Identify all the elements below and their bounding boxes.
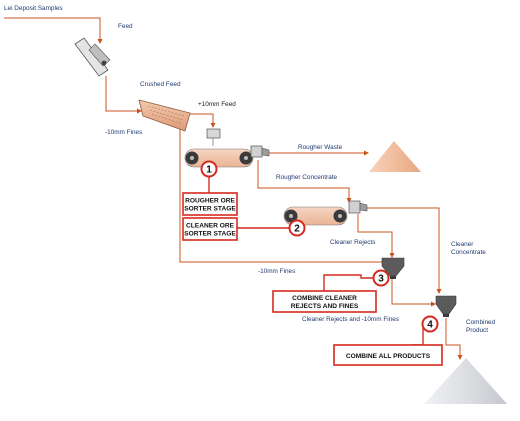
label-feed: Feed — [118, 23, 133, 30]
label-cleaner-concentrate-line2: Concentrate — [451, 249, 486, 256]
stage-3-line2: REJECTS AND FINES — [291, 303, 359, 310]
stage-2-number: 2 — [294, 224, 300, 235]
stage-3-box: COMBINE CLEANER REJECTS AND FINES — [272, 290, 377, 313]
cleaner-sorter-head — [348, 200, 368, 214]
hopper-stage-3 — [381, 257, 405, 279]
stage-3-number: 3 — [378, 274, 384, 285]
stage-1-line2: SORTER STAGE — [184, 206, 236, 213]
diagram-title: Lei Deposit Samples — [4, 5, 63, 12]
stage-1-number: 1 — [206, 165, 212, 176]
label-plus10mm-feed: +10mm Feed — [198, 101, 236, 108]
label-combined-product-line2: Product — [466, 327, 488, 334]
stage-1-marker: 1 — [200, 160, 218, 178]
stage-2-marker: 2 — [288, 219, 306, 237]
rougher-conveyor — [184, 148, 254, 168]
label-cleaner-rejects-and-fines: Cleaner Rejects and -10mm Fines — [302, 316, 399, 323]
stage-4-number: 4 — [427, 320, 433, 331]
stage-1-box: ROUGHER ORE SORTER STAGE — [182, 192, 238, 216]
label-combined-product-line1: Combined — [466, 319, 496, 326]
label-rougher-concentrate: Rougher Concentrate — [276, 174, 338, 181]
stage-3-marker: 3 — [372, 269, 390, 287]
stage-1-line1: ROUGHER ORE — [185, 198, 235, 205]
screen-deck — [138, 99, 191, 132]
stage-3-line1: COMBINE CLEANER — [292, 295, 357, 302]
stage-2-box: CLEANER ORE SORTER STAGE — [182, 217, 238, 241]
rougher-feeder — [206, 128, 221, 139]
label-rougher-waste: Rougher Waste — [298, 144, 343, 151]
stage-4-box: COMBINE ALL PRODUCTS — [333, 344, 443, 366]
label-minus10mm-fines-mid: -10mm Fines — [258, 268, 295, 275]
label-cleaner-rejects: Cleaner Rejects — [330, 239, 375, 246]
stage-2-line1: CLEANER ORE — [186, 223, 235, 230]
label-minus10mm-fines-left: -10mm Fines — [105, 129, 142, 136]
hopper-stage-4 — [435, 295, 457, 317]
combined-product-pile — [424, 358, 507, 404]
stage-4-line1: COMBINE ALL PRODUCTS — [346, 353, 431, 360]
stage-4-marker: 4 — [421, 315, 439, 333]
label-crushed-feed: Crushed Feed — [140, 81, 181, 88]
label-cleaner-concentrate-line1: Cleaner — [451, 241, 474, 248]
jaw-crusher — [74, 37, 111, 77]
rougher-waste-pile — [369, 141, 421, 172]
flow-lines — [4, 17, 463, 360]
rougher-sorter-head — [250, 145, 270, 158]
stage-2-line2: SORTER STAGE — [184, 231, 236, 238]
